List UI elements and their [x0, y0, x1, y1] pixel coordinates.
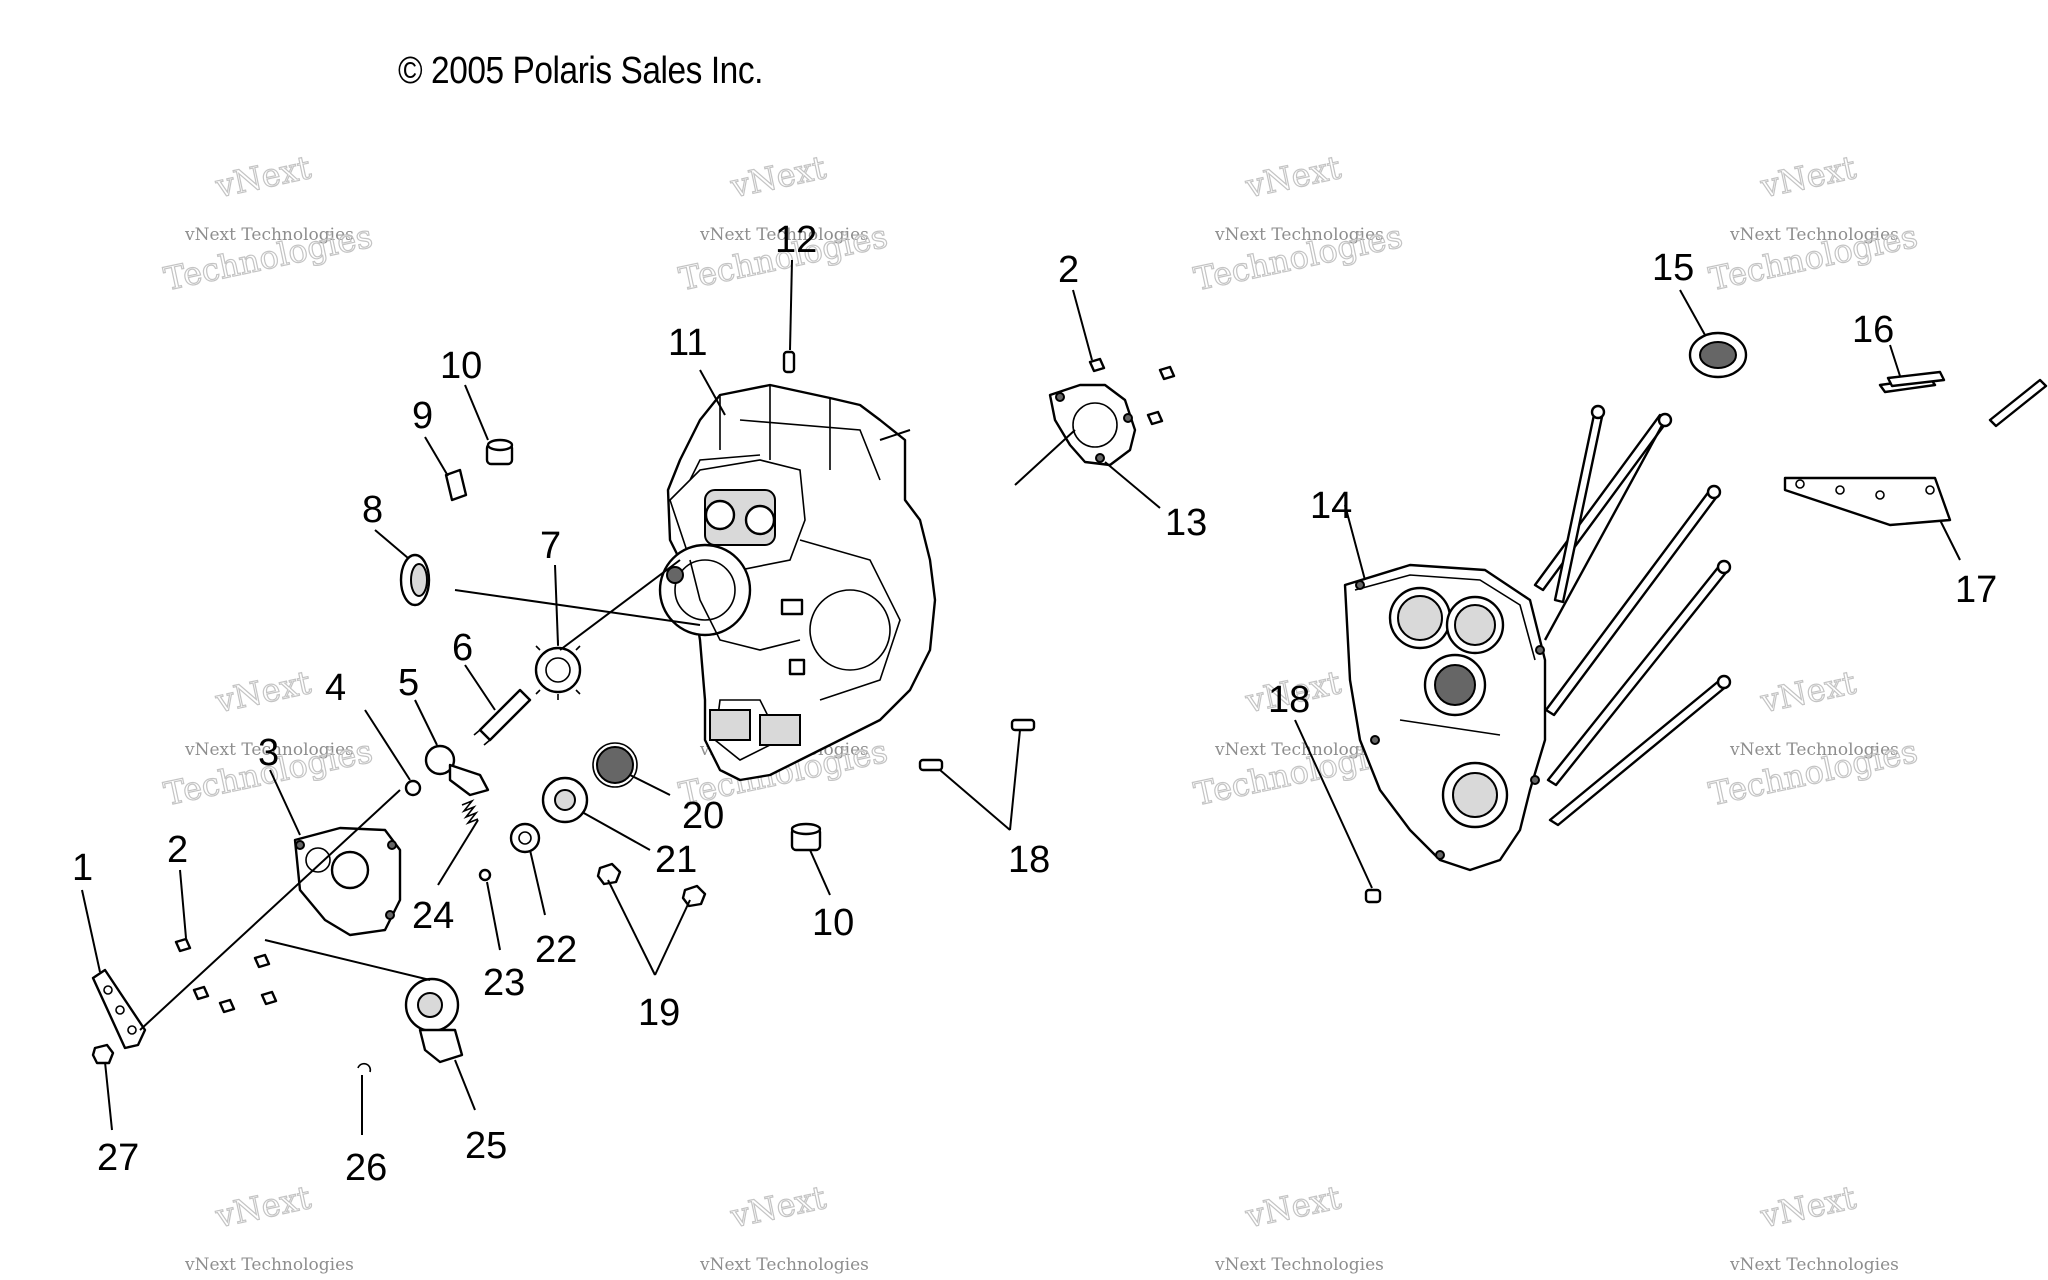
watermark-big-word: vNext	[1756, 1178, 1859, 1235]
callout-26: 26	[345, 1147, 387, 1189]
callout-3: 3	[258, 732, 279, 774]
watermark-small-text: vNext Technologies	[699, 1255, 869, 1275]
nut-27	[91, 1043, 115, 1065]
callout-19: 19	[638, 992, 680, 1034]
clip-23	[478, 868, 492, 882]
watermark-small-text: vNext Technologies	[1729, 225, 1899, 245]
plate-9	[444, 468, 468, 502]
gearcase-housing	[658, 383, 937, 782]
watermark-small-text: vNext Technologies	[1214, 1255, 1384, 1275]
bolt-2-left	[174, 937, 278, 1014]
callout-14: 14	[1310, 485, 1352, 527]
plug-10-top	[485, 438, 514, 466]
callout-25: 25	[465, 1125, 507, 1167]
watermark-big-word: vNext	[1241, 148, 1344, 205]
watermark-big-word: vNext	[726, 1178, 829, 1235]
callout-13: 13	[1165, 502, 1207, 544]
bearing-21	[541, 776, 589, 824]
callout-18-center: 18	[1008, 839, 1050, 881]
retainer-plate-13	[1048, 383, 1137, 467]
dowel-pin-12	[782, 350, 796, 374]
watermark-tile: vNext vNext Technologies	[184, 1178, 354, 1275]
arm-5	[424, 744, 490, 797]
copyright-notice: © 2005 Polaris Sales Inc.	[398, 50, 763, 92]
gear-7	[534, 640, 582, 700]
watermark-big-word: vNext	[726, 148, 829, 205]
seal-8	[399, 553, 431, 607]
callout-labels: 1 2 3 4 5 6 7 8 9 10 11 12 2 13 14 15 16…	[72, 219, 1997, 1189]
gear-20	[592, 742, 638, 788]
long-bolts	[1533, 376, 2048, 827]
watermark-small-text: vNext Technologies	[1729, 740, 1899, 760]
callout-2-left: 2	[167, 829, 188, 871]
bracket-1	[91, 968, 147, 1050]
callout-11: 11	[668, 322, 707, 364]
watermark-tile: vNext vNext Technologies Technologies	[1190, 148, 1406, 299]
callout-10-bottom: 10	[812, 902, 854, 944]
watermark-tile: vNext vNext Technologies Technologies	[160, 148, 376, 299]
shaft-6	[473, 688, 532, 746]
watermark-big-word: vNext	[1241, 1178, 1344, 1235]
callout-22: 22	[535, 929, 577, 971]
callout-9: 9	[412, 395, 433, 437]
callout-7: 7	[540, 525, 561, 567]
cover-3	[293, 826, 402, 937]
callout-8: 8	[362, 489, 383, 531]
callout-15: 15	[1652, 247, 1694, 289]
nut-19	[596, 862, 707, 908]
callout-24: 24	[412, 895, 454, 937]
seal-15	[1688, 331, 1748, 379]
callout-16: 16	[1852, 309, 1894, 351]
callout-27: 27	[97, 1137, 139, 1179]
watermark-big-word: vNext	[1756, 663, 1859, 720]
watermark-tile: vNext vNext Technologies	[1729, 1178, 1899, 1275]
watermark-tile: vNext vNext Technologies Technologies	[1705, 148, 1921, 299]
callout-17: 17	[1955, 569, 1997, 611]
watermark-small-text: vNext Technologies	[184, 1255, 354, 1275]
watermark-tile: vNext vNext Technologies Technologies	[1705, 663, 1921, 814]
boot-25	[404, 977, 464, 1064]
watermark-small-text: vNext Technologies	[699, 225, 869, 245]
callout-23: 23	[483, 962, 525, 1004]
cover-14	[1343, 563, 1547, 872]
callout-4: 4	[325, 667, 346, 709]
callout-5: 5	[398, 662, 419, 704]
bolt-2-top	[1088, 357, 1176, 426]
callout-1: 1	[72, 847, 93, 889]
leader-lines	[81, 259, 1961, 1135]
watermark-big-word: vNext	[1756, 148, 1859, 205]
callout-2-top: 2	[1058, 249, 1079, 291]
watermark-small-text: vNext Technologies	[184, 740, 354, 760]
dowel-pin-18	[918, 718, 1382, 904]
watermark-big-word: vNext	[211, 663, 314, 720]
callout-10-top: 10	[440, 345, 482, 387]
watermark-small-text: vNext Technologies	[184, 225, 354, 245]
watermark-small-text: vNext Technologies	[1729, 1255, 1899, 1275]
callout-12: 12	[775, 219, 817, 261]
watermark-big-word: vNext	[211, 148, 314, 205]
callout-21: 21	[655, 839, 697, 881]
watermark-small-text: vNext Technologies	[1214, 225, 1384, 245]
spring-24	[461, 799, 479, 825]
watermark-tile: vNext vNext Technologies Technologies	[675, 148, 891, 299]
watermark-tile: vNext vNext Technologies	[699, 1178, 869, 1275]
callout-18-right: 18	[1268, 679, 1310, 721]
bolt-16	[1886, 370, 1946, 388]
washer-4	[404, 779, 422, 797]
gear-22	[509, 822, 541, 854]
callout-20: 20	[682, 795, 724, 837]
watermark-small-text: vNext Technologies	[1214, 740, 1384, 760]
watermark-big-word: vNext	[211, 1178, 314, 1235]
bracket-17	[1783, 476, 1952, 527]
watermark-tile: vNext vNext Technologies	[1214, 1178, 1384, 1275]
callout-6: 6	[452, 627, 473, 669]
clip-26	[357, 1062, 372, 1073]
plug-10-bottom	[790, 822, 822, 852]
